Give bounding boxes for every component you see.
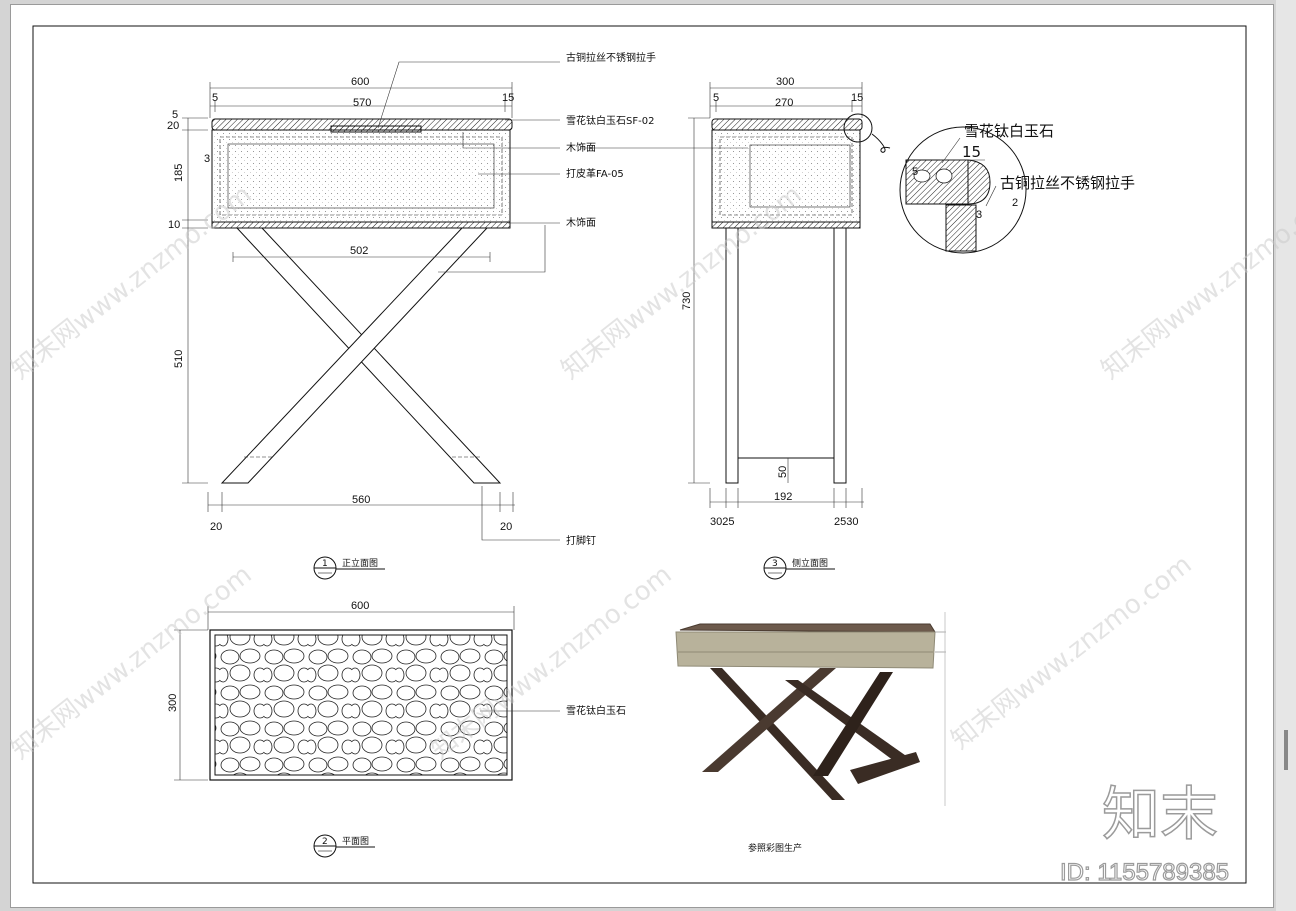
dim-side-inner-width: 270 (775, 97, 793, 109)
dim-side-inner-span: 192 (774, 491, 792, 503)
dim-side-left-feet: 3025 (710, 516, 734, 528)
detail-dim: 15 (962, 143, 981, 161)
dim-front-leg: 510 (173, 350, 185, 368)
dim-front-inset: 3 (204, 153, 210, 165)
side-drawer-box (711, 129, 861, 223)
brand-logo: 知末 (1102, 780, 1218, 848)
note-leather: 打皮革FA-05 (566, 167, 624, 180)
side-title-number: 3 (772, 559, 778, 569)
side-elevation: 300 5 270 15 730 50 192 3025 2530 (580, 76, 864, 580)
note-wood2: 木饰面 (566, 216, 596, 229)
dim-front-box: 185 (173, 164, 185, 182)
dim-front-top: 5 (172, 109, 178, 121)
note-handle: 古铜拉丝不锈钢拉手 (566, 51, 656, 64)
detail-callout: 15 5 3 2 雪花钛白玉石 古铜拉丝不锈钢拉手 (843, 113, 1135, 254)
dim-front-foot-span: 560 (352, 494, 370, 506)
dim-plan-depth: 300 (167, 694, 179, 712)
watermark-1: 知末网www.znzmo.com (6, 180, 258, 386)
vertical-scrollbar[interactable] (1276, 0, 1296, 911)
dim-plan-width: 600 (351, 600, 369, 612)
detail-dim-b: 3 (976, 209, 982, 221)
watermark-2: 知末网www.znzmo.com (556, 180, 808, 386)
dim-front-width: 600 (351, 76, 369, 88)
dim-side-rail: 50 (777, 466, 789, 478)
dim-front-right-gap: 15 (502, 92, 514, 104)
note-wood: 木饰面 (566, 141, 596, 154)
dim-front-foot-left: 20 (210, 521, 222, 533)
front-leg-left (220, 227, 489, 484)
detail-handle-label: 古铜拉丝不锈钢拉手 (1000, 174, 1135, 192)
dim-side-right-gap: 15 (851, 92, 863, 104)
watermark-3: 知末网www.znzmo.com (1096, 180, 1296, 386)
detail-stone-label: 雪花钛白玉石 (964, 122, 1054, 140)
note-foot-nail: 打脚钉 (566, 534, 596, 547)
image-id-label: ID: 1155789385 (1060, 859, 1229, 886)
note-stone: 雪花钛白玉石SF-02 (566, 114, 654, 127)
side-bottom-band (711, 221, 861, 229)
detail-dim-c: 2 (1012, 197, 1018, 209)
side-title: 侧立面图 (792, 557, 828, 569)
plan-stone-pattern (214, 634, 508, 776)
dim-front-left-gap: 5 (212, 92, 218, 104)
dim-side-right-feet: 2530 (834, 516, 858, 528)
side-leg-left (725, 227, 739, 484)
dim-front-inner-width: 570 (353, 97, 371, 109)
plan-title-number: 2 (322, 837, 328, 847)
side-stone-top (711, 118, 863, 131)
dim-side-height: 730 (681, 292, 693, 310)
front-title: 正立面图 (342, 557, 378, 569)
reference-caption: 参照彩图生产 (748, 842, 802, 854)
front-bottom-band (211, 221, 511, 229)
dim-front-band: 10 (168, 219, 180, 231)
dim-front-stretcher: 502 (350, 245, 368, 257)
front-leg-right (235, 227, 502, 484)
dim-side-width: 300 (776, 76, 794, 88)
detail-stone-section (905, 159, 969, 205)
detail-handle-section (945, 204, 977, 252)
dim-side-left-gap: 5 (713, 92, 719, 104)
reference-image: 参照彩图生产 (672, 612, 947, 854)
watermark-6: 知末网www.znzmo.com (946, 550, 1198, 756)
drawing-frame (32, 25, 1247, 884)
note-plan-stone: 雪花钛白玉石 (566, 704, 626, 717)
scrollbar-thumb[interactable] (1284, 730, 1288, 770)
detail-dim-a: 5 (912, 166, 918, 178)
front-elevation: 600 5 570 15 5 20 185 3 10 510 (167, 51, 656, 580)
front-title-number: 1 (322, 559, 328, 569)
plan-view: 600 300 雪花钛白玉石 2 平面图 (167, 600, 626, 858)
plan-title: 平面图 (342, 836, 369, 847)
dim-front-stone: 20 (167, 120, 179, 132)
dim-front-foot-right: 20 (500, 521, 512, 533)
side-leg-right (833, 227, 847, 484)
